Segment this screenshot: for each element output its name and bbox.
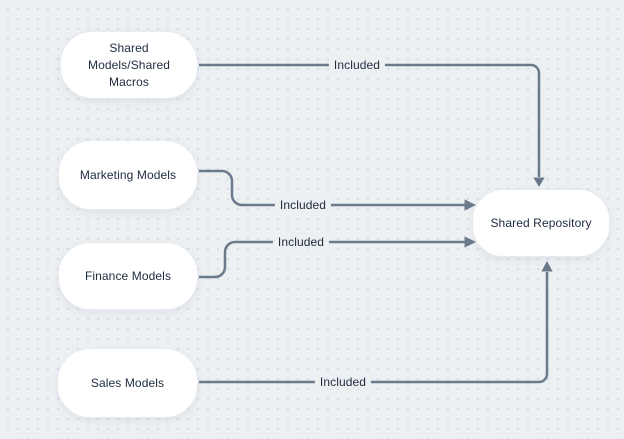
node-shared-models-shared-macros[interactable]: Shared Models/Shared Macros bbox=[60, 31, 198, 99]
node-marketing-models[interactable]: Marketing Models bbox=[58, 140, 198, 210]
edge-label-included-sales[interactable]: Included bbox=[314, 375, 372, 389]
connector-sales-to-repository[interactable] bbox=[199, 261, 553, 384]
node-label: Finance Models bbox=[84, 268, 172, 283]
connector-shared-models-to-repository[interactable] bbox=[199, 63, 545, 187]
node-shared-repository[interactable]: Shared Repository bbox=[472, 189, 610, 257]
node-label: Sales Models bbox=[90, 375, 165, 390]
node-sales-models[interactable]: Sales Models bbox=[57, 348, 198, 418]
node-label: Shared Models/Shared Macros bbox=[87, 40, 170, 89]
node-finance-models[interactable]: Finance Models bbox=[58, 242, 198, 310]
edge-label-included-shared-models[interactable]: Included bbox=[328, 58, 386, 72]
connector-marketing-to-repository[interactable] bbox=[199, 169, 476, 211]
edge-label-included-finance[interactable]: Included bbox=[272, 235, 330, 249]
node-label: Shared Repository bbox=[490, 215, 592, 230]
node-label: Marketing Models bbox=[79, 167, 177, 182]
connector-finance-to-repository[interactable] bbox=[199, 236, 476, 279]
edge-label-included-marketing[interactable]: Included bbox=[274, 198, 332, 212]
